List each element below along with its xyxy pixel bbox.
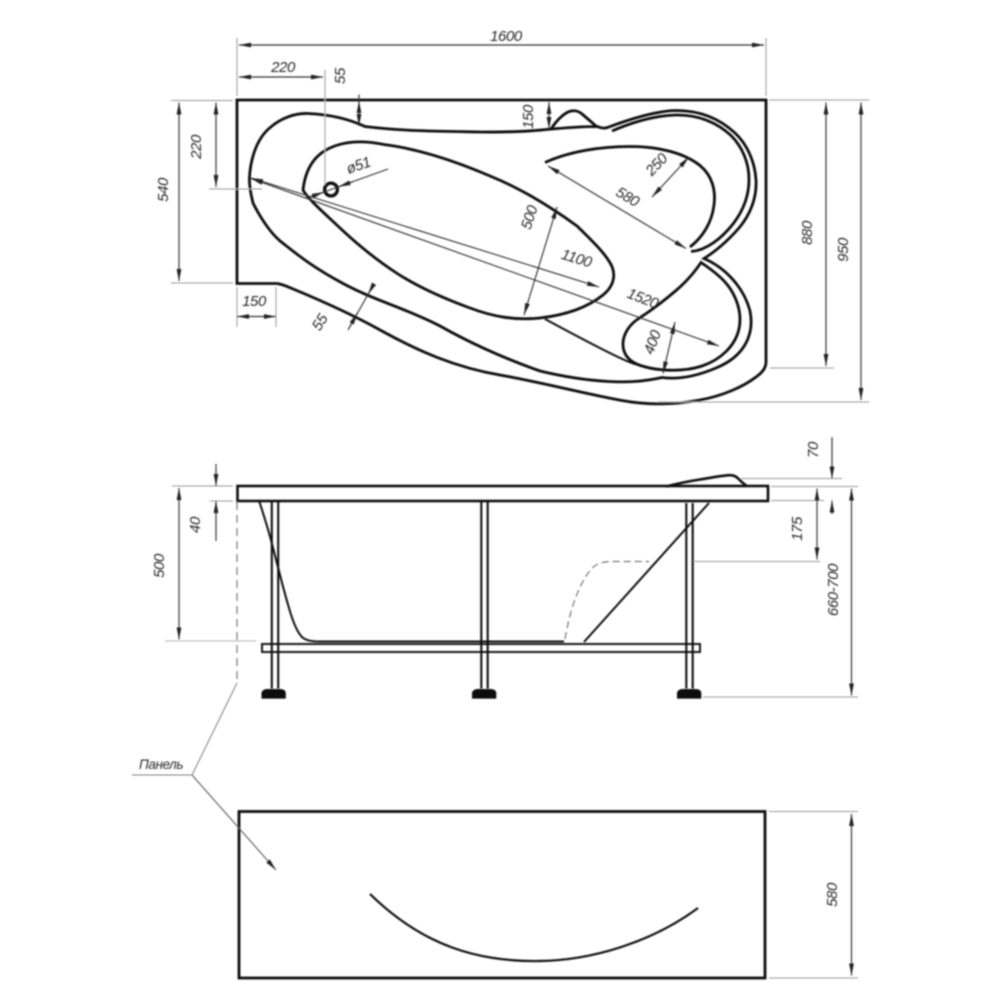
svg-text:950: 950 bbox=[835, 237, 852, 262]
svg-text:500: 500 bbox=[151, 553, 168, 578]
svg-text:500: 500 bbox=[518, 203, 542, 232]
svg-text:250: 250 bbox=[642, 150, 672, 180]
svg-text:1520: 1520 bbox=[625, 285, 662, 313]
svg-text:175: 175 bbox=[789, 516, 806, 541]
svg-text:580: 580 bbox=[824, 882, 841, 907]
svg-text:1100: 1100 bbox=[559, 246, 594, 272]
svg-text:150: 150 bbox=[520, 104, 537, 129]
svg-text:220: 220 bbox=[188, 134, 205, 160]
svg-text:400: 400 bbox=[641, 327, 665, 356]
svg-text:Панель: Панель bbox=[139, 757, 183, 772]
svg-text:40: 40 bbox=[187, 516, 204, 533]
svg-text:540: 540 bbox=[155, 177, 172, 202]
svg-text:150: 150 bbox=[242, 293, 267, 310]
svg-text:1600: 1600 bbox=[490, 28, 523, 45]
svg-text:55: 55 bbox=[309, 310, 332, 333]
svg-text:55: 55 bbox=[332, 67, 349, 84]
svg-text:660-700: 660-700 bbox=[825, 563, 842, 616]
svg-text:880: 880 bbox=[799, 220, 816, 245]
svg-text:ø51: ø51 bbox=[344, 154, 373, 178]
svg-text:220: 220 bbox=[270, 59, 296, 76]
svg-text:70: 70 bbox=[805, 441, 822, 458]
